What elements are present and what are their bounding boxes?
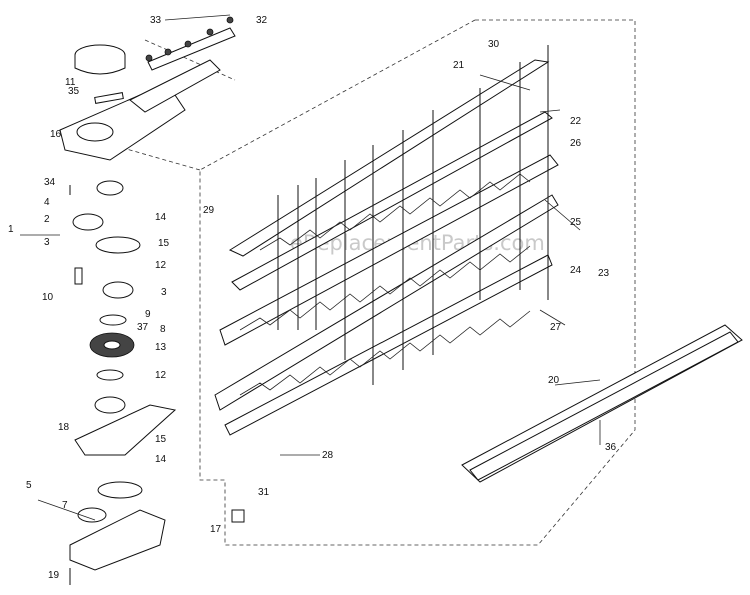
callout-14a: 14 xyxy=(155,212,167,223)
callout-15a: 15 xyxy=(158,238,170,249)
callout-7: 7 xyxy=(62,500,68,511)
callout-17: 17 xyxy=(210,524,222,535)
callout-25: 25 xyxy=(570,217,582,228)
callout-28: 28 xyxy=(322,450,334,461)
callout-10: 10 xyxy=(42,292,54,303)
callout-21: 21 xyxy=(453,60,465,71)
leader-lines xyxy=(20,14,601,521)
drive-spacer xyxy=(94,92,124,104)
callout-5: 5 xyxy=(26,480,32,491)
callout-3: 3 xyxy=(44,237,50,248)
callout-12b: 12 xyxy=(155,370,167,381)
callout-23: 23 xyxy=(598,268,610,279)
callout-24: 24 xyxy=(570,265,582,276)
gear-housing-top xyxy=(59,44,221,161)
callout-1: 1 xyxy=(8,224,14,235)
callout-8: 8 xyxy=(160,324,166,335)
blade-pins xyxy=(277,45,549,385)
callout-14b: 14 xyxy=(155,454,167,465)
assembly-boundary xyxy=(94,19,636,546)
bearings-and-gears xyxy=(69,180,245,585)
callout-4: 4 xyxy=(44,197,50,208)
callout-18: 18 xyxy=(58,422,70,433)
callout-15b: 15 xyxy=(155,434,167,445)
callout-34: 34 xyxy=(44,177,56,188)
blade-teeth xyxy=(239,173,531,396)
callout-2: 2 xyxy=(44,214,50,225)
callout-32: 32 xyxy=(256,15,268,26)
top-plate xyxy=(145,16,236,71)
callout-20: 20 xyxy=(548,375,560,386)
callout-29: 29 xyxy=(203,205,215,216)
spare-blade-guard xyxy=(461,324,743,483)
callout-31: 31 xyxy=(258,487,270,498)
callout-labels: 1 2 3 3 4 5 7 8 9 10 11 12 12 13 14 14 1… xyxy=(8,15,617,581)
callout-13: 13 xyxy=(155,342,167,353)
callout-11: 11 xyxy=(65,77,76,88)
callout-22: 22 xyxy=(570,116,582,127)
callout-19: 19 xyxy=(48,570,60,581)
callout-33: 33 xyxy=(150,15,162,26)
callout-37: 37 xyxy=(137,322,149,333)
callout-26: 26 xyxy=(570,138,582,149)
callout-16: 16 xyxy=(50,129,62,140)
callout-27: 27 xyxy=(550,322,562,333)
callout-30: 30 xyxy=(488,39,500,50)
callout-36: 36 xyxy=(605,442,617,453)
guide-bar xyxy=(214,59,559,436)
callout-3b: 3 xyxy=(161,287,167,298)
callout-9: 9 xyxy=(145,309,151,320)
callout-12a: 12 xyxy=(155,260,167,271)
callout-35: 35 xyxy=(68,86,80,97)
